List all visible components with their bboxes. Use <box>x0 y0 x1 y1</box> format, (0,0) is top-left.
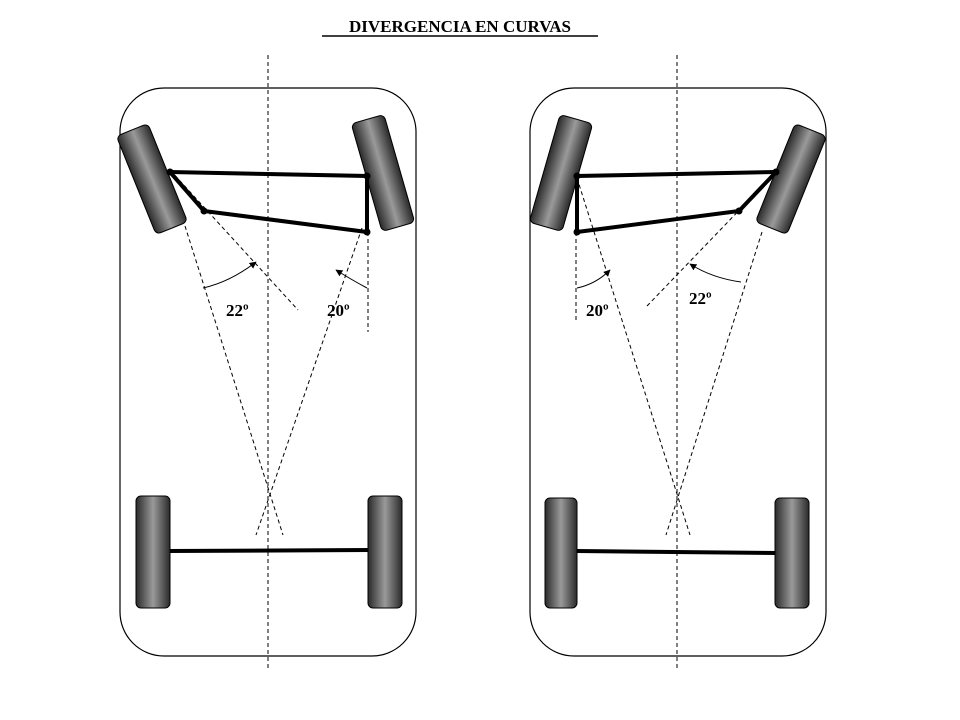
left-car-body <box>119 87 417 657</box>
left-front-right-tire <box>351 115 415 231</box>
left-angle-arc-inner <box>335 269 368 289</box>
right-rear-axle <box>575 549 777 555</box>
left-outer-perpendicular <box>169 169 299 311</box>
left-angle-label-inner: 20º <box>327 301 350 320</box>
left-rear-left-tire <box>135 495 171 609</box>
page-title: DIVERGENCIA EN CURVAS <box>349 17 571 36</box>
left-joint <box>363 228 371 236</box>
left-angle-label-outer: 22º <box>226 301 249 320</box>
right-rear-right-tire <box>774 497 810 609</box>
right-joint <box>573 172 581 180</box>
right-car-diagram: 20º 22º <box>529 55 827 670</box>
right-joint <box>735 207 743 215</box>
right-angle-arc-outer <box>689 263 742 283</box>
left-joint <box>200 207 208 215</box>
right-rear-left-tire <box>544 497 578 609</box>
right-angle-label-outer: 22º <box>689 289 712 308</box>
left-angle-arc-outer <box>202 261 257 289</box>
left-joint <box>363 172 371 180</box>
right-angle-arc-inner <box>576 269 611 289</box>
right-front-right-tire <box>756 124 826 234</box>
right-outer-projection <box>665 231 763 536</box>
left-joint <box>166 168 174 176</box>
right-front-left-tire <box>529 115 593 231</box>
left-rear-axle <box>167 548 371 553</box>
left-inner-projection <box>255 227 363 536</box>
right-car-body <box>529 87 827 657</box>
left-rear-right-tire <box>367 495 403 609</box>
left-outer-projection <box>184 225 284 536</box>
right-joint <box>772 168 780 176</box>
left-car-diagram: 22º 20º <box>117 55 417 670</box>
right-angle-label-inner: 20º <box>586 301 609 320</box>
right-joint <box>573 228 581 236</box>
